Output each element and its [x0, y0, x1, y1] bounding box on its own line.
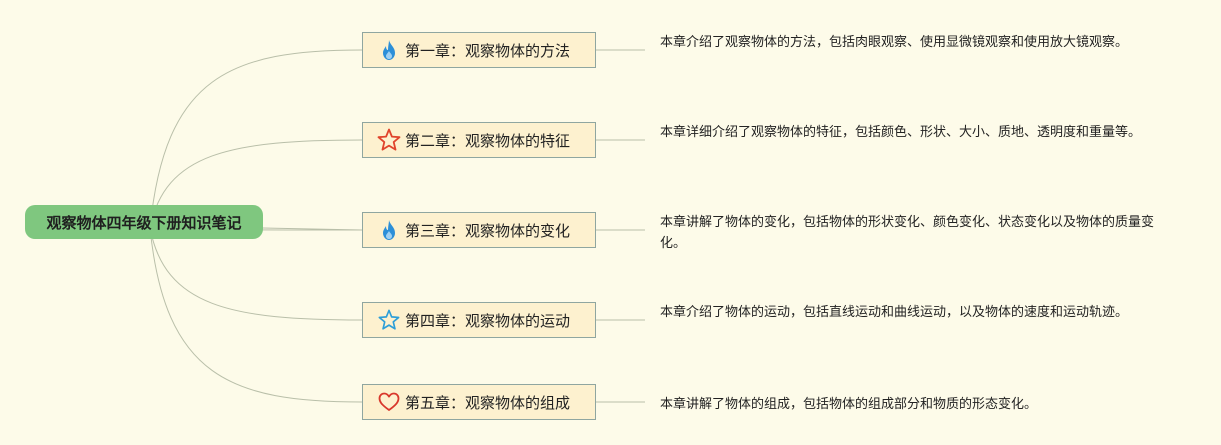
chapter-node-3[interactable]: 第三章：观察物体的变化: [362, 212, 596, 248]
chapter-description-5: 本章讲解了物体的组成，包括物体的组成部分和物质的形态变化。: [660, 397, 1038, 412]
chapter-node-5[interactable]: 第五章：观察物体的组成: [362, 384, 596, 420]
root-to-chapter-link-1: [149, 49, 363, 229]
chapter-node-1[interactable]: 第一章：观察物体的方法: [362, 32, 596, 68]
chapter-title-3: 第三章：观察物体的变化: [405, 221, 571, 240]
heart-icon: [377, 390, 401, 414]
root-topic-label: 观察物体四年级下册知识笔记: [46, 213, 242, 232]
chapter-description-3: 本章讲解了物体的变化，包括物体的形状变化、颜色变化、状态变化以及物体的质量变化。: [660, 215, 1155, 251]
root-topic[interactable]: 观察物体四年级下册知识笔记: [25, 205, 263, 239]
chapter-node-2[interactable]: 第二章：观察物体的特征: [362, 122, 596, 158]
flame-icon: [377, 38, 401, 62]
root-to-chapter-link-2: [149, 139, 363, 229]
chapter-title-5: 第五章：观察物体的组成: [405, 393, 571, 412]
chapter-description-1: 本章介绍了观察物体的方法，包括肉眼观察、使用显微镜观察和使用放大镜观察。: [660, 35, 1129, 50]
star-icon: [377, 308, 401, 332]
chapter-node-4[interactable]: 第四章：观察物体的运动: [362, 302, 596, 338]
star-icon: [377, 128, 401, 152]
flame-icon: [377, 218, 401, 242]
root-to-chapter-link-5: [149, 227, 363, 403]
root-to-chapter-link-4: [149, 227, 363, 321]
chapter-title-2: 第二章：观察物体的特征: [405, 131, 571, 150]
chapter-description-2: 本章详细介绍了观察物体的特征，包括颜色、形状、大小、质地、透明度和重量等。: [660, 125, 1142, 140]
root-right-link: [262, 227, 363, 231]
chapter-title-4: 第四章：观察物体的运动: [405, 311, 571, 330]
chapter-description-4: 本章介绍了物体的运动，包括直线运动和曲线运动，以及物体的速度和运动轨迹。: [660, 305, 1129, 320]
chapter-title-1: 第一章：观察物体的方法: [405, 41, 571, 60]
